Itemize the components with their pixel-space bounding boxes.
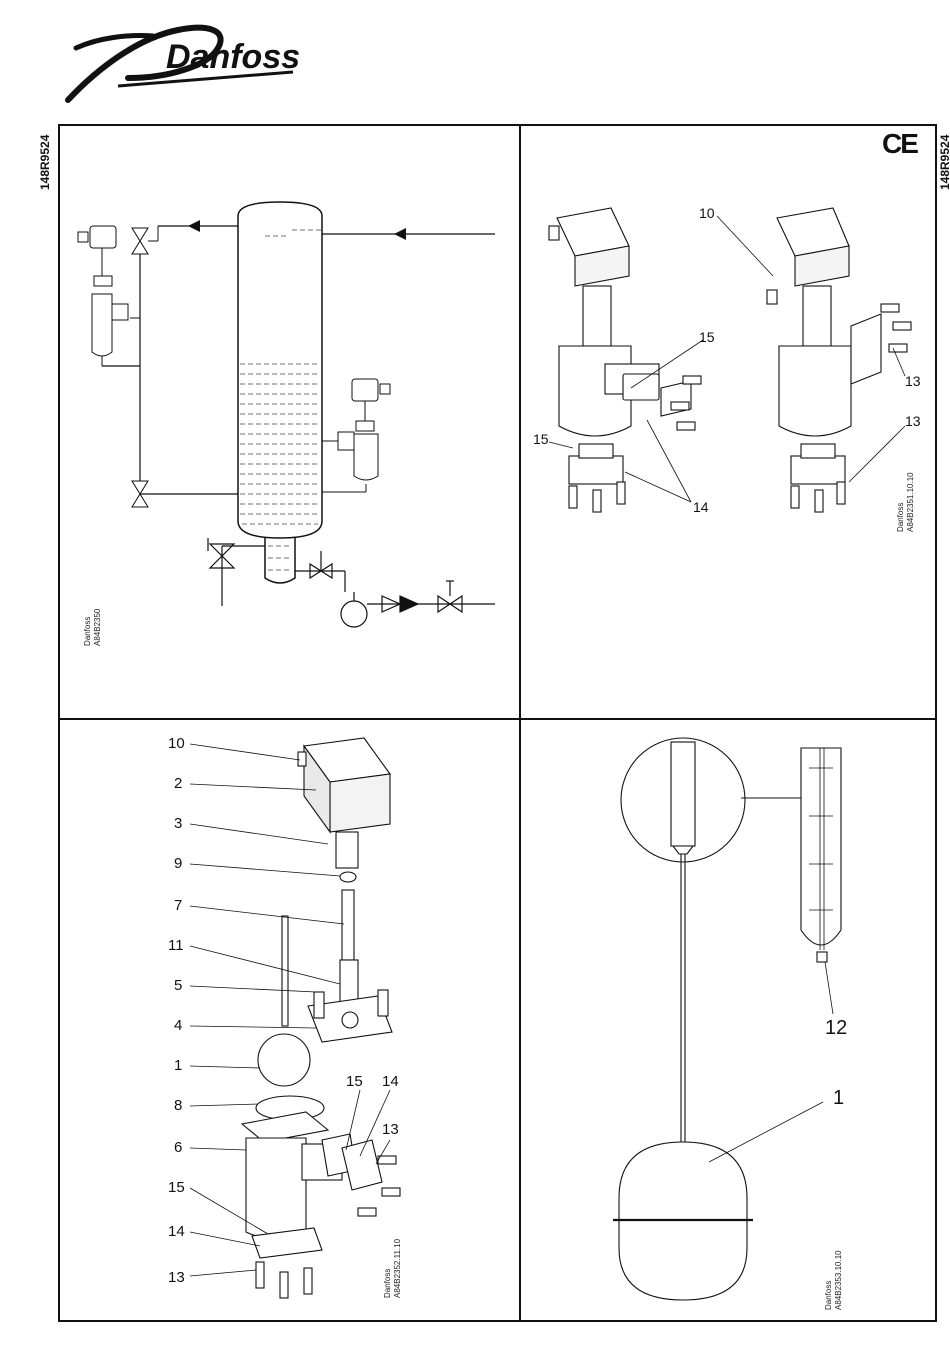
callout-3: 3 (174, 815, 182, 832)
pump (341, 601, 367, 627)
leader-lines (709, 962, 833, 1162)
vessel-sump (265, 538, 295, 583)
panel3-ref-code: A84B2352.11.10 (393, 1238, 402, 1298)
callout-6: 6 (174, 1139, 182, 1156)
housing-b (779, 346, 851, 436)
callout-14: 14 (382, 1073, 399, 1090)
panel2-ref-brand: Danfoss (896, 503, 905, 532)
separator-vessel (238, 202, 322, 538)
callout-13: 13 (905, 373, 921, 389)
panel1-ref-brand: Danfoss (83, 617, 92, 646)
panel-installation: 10 15 15 14 13 13 Danfoss A84B2351.10.10 (521, 126, 935, 716)
liquid-level (240, 364, 320, 570)
panel3-ref-brand: Danfoss (383, 1269, 392, 1298)
panel4-callouts: 12 1 (825, 1017, 847, 1109)
panel4-ref-code: A84B2353.10.10 (834, 1250, 843, 1310)
callout-11: 11 (168, 937, 184, 954)
callout-15: 15 (346, 1073, 363, 1090)
part-housing (246, 1138, 306, 1239)
callout-7: 7 (174, 897, 182, 914)
part-float (258, 1034, 310, 1086)
part-rod (342, 890, 354, 960)
part-tube (336, 832, 358, 868)
callout-4: 4 (174, 1017, 182, 1034)
flow-arrow-out (188, 220, 200, 232)
callout-12: 12 (825, 1017, 847, 1039)
callout-2: 2 (174, 775, 182, 792)
callout-15: 15 (168, 1179, 185, 1196)
part-o-ring (340, 872, 356, 882)
callout-13: 13 (168, 1269, 185, 1286)
part-fitting (340, 960, 358, 1004)
callout-1: 1 (174, 1057, 182, 1074)
tube-detail (801, 748, 841, 945)
callout-15: 15 (699, 329, 715, 345)
doc-code-left: 148R9524 (38, 135, 52, 190)
flange-a (569, 456, 623, 484)
callout-10: 10 (168, 735, 185, 752)
panel4-ref-brand: Danfoss (824, 1281, 833, 1310)
callout-15: 15 (533, 431, 549, 447)
check-valve-top (132, 228, 148, 254)
level-switch-left (78, 226, 128, 356)
flange-b (791, 456, 845, 484)
callout-10: 10 (699, 205, 715, 221)
callout-5: 5 (174, 977, 182, 994)
doc-code-right: 148R9524 (938, 135, 950, 190)
callout-14: 14 (168, 1223, 185, 1240)
panel1-ref-code: A84B2350 (93, 608, 102, 646)
panel-exploded-view: 10 2 3 9 7 11 5 4 1 8 6 15 14 13 15 14 1… (60, 720, 518, 1320)
danfoss-logo: Danfoss (58, 8, 308, 108)
bottom-piping (208, 538, 495, 627)
flow-arrow-in (394, 228, 406, 240)
panel-float-detail: 12 1 Danfoss A84B2353.10.10 (521, 720, 935, 1320)
callout-13: 13 (905, 413, 921, 429)
callout-8: 8 (174, 1097, 182, 1114)
callout-13: 13 (382, 1121, 399, 1138)
logo-wordmark: Danfoss (166, 38, 300, 76)
callout-14: 14 (693, 499, 709, 515)
panel-system-diagram: Danfoss A84B2350 (60, 126, 518, 716)
callout-9: 9 (174, 855, 182, 872)
level-switch-right (322, 379, 390, 492)
panel2-ref-code: A84B2351.10.10 (906, 472, 915, 532)
callout-1: 1 (833, 1087, 844, 1109)
